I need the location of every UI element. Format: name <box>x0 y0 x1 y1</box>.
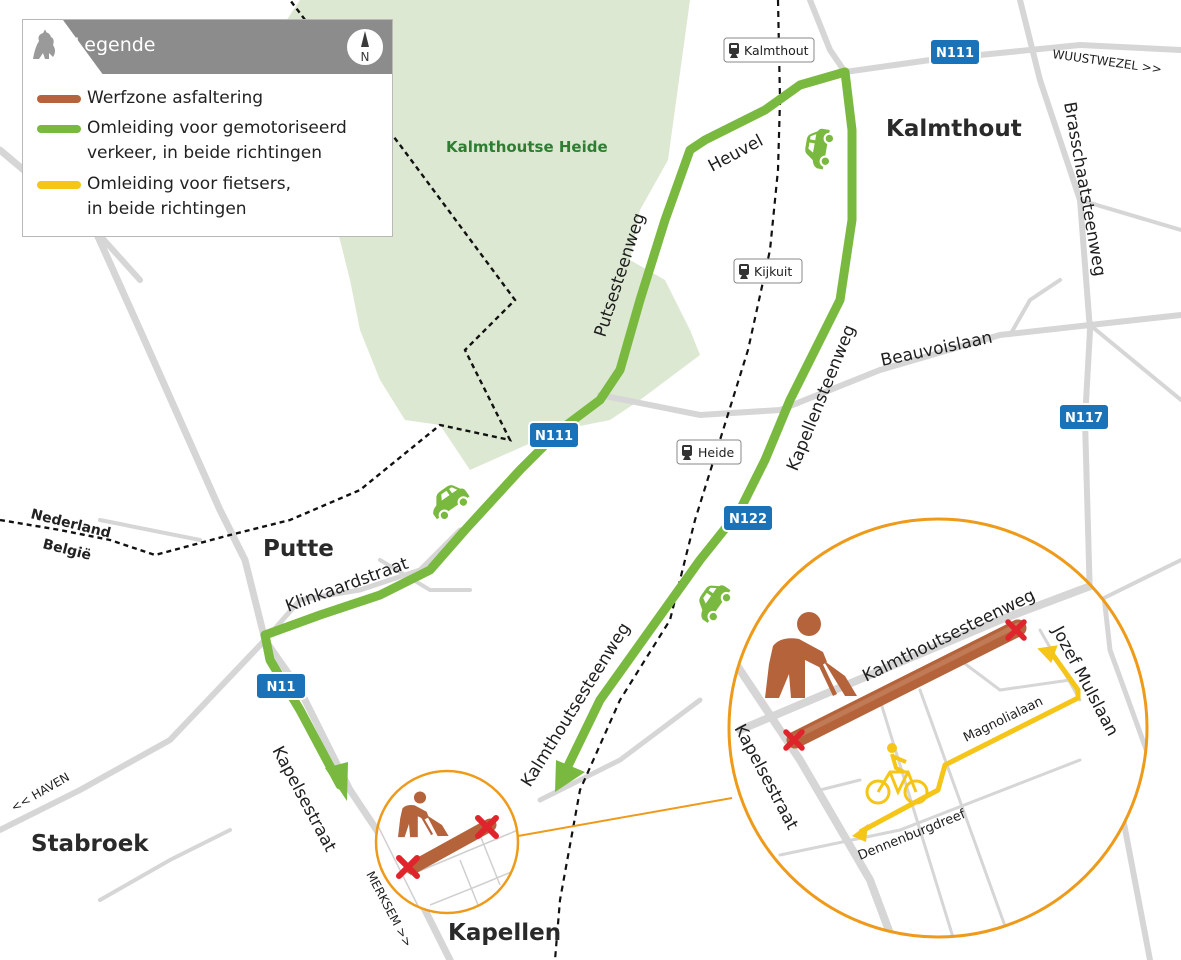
svg-text:N11: N11 <box>267 680 296 695</box>
town-stabroek: Stabroek <box>31 831 149 857</box>
car-icon <box>689 577 737 628</box>
route-shield-n122: N122 <box>722 504 774 532</box>
closure-mark <box>396 815 499 879</box>
svg-text:N111: N111 <box>936 46 974 61</box>
train-icon <box>729 43 739 58</box>
route-shield-n111-mid: N111 <box>528 421 580 449</box>
town-kapellen: Kapellen <box>448 920 561 946</box>
motor-detour <box>260 67 857 790</box>
worker-icon <box>398 791 449 838</box>
worker-icon <box>765 612 857 698</box>
legend-label-worksite: Werfzone asfaltering <box>87 88 264 108</box>
legend-swatch-motor-detour <box>37 125 81 133</box>
station-heide: Heide <box>676 439 742 465</box>
legend-item-motor-detour: Omleiding voor gemotoriseerd verkeer, in… <box>37 116 347 166</box>
town-putte: Putte <box>263 536 334 562</box>
svg-text:Kijkuit: Kijkuit <box>754 264 792 279</box>
cyclist-icon <box>865 743 929 805</box>
street-beauvoislaan: Beauvoislaan <box>879 328 994 371</box>
train-icon <box>739 264 749 279</box>
route-shield-n111-top: N111 <box>929 38 981 66</box>
svg-text:Kalmthout: Kalmthout <box>744 43 809 58</box>
legend: Legende N Werfzone asfaltering Omleiding… <box>22 19 393 237</box>
border-label-nederland: Nederland <box>29 506 112 541</box>
north-arrow-icon: N <box>345 27 385 67</box>
legend-swatch-worksite <box>37 95 81 103</box>
flemish-lion-icon <box>33 29 55 59</box>
car-icon <box>423 478 474 526</box>
railway <box>553 0 782 960</box>
legend-item-bike-detour: Omleiding voor fietsers, in beide richti… <box>37 172 291 222</box>
inset-connector <box>517 797 733 837</box>
route-shield-n11: N11 <box>255 672 307 700</box>
legend-label-motor-detour: Omleiding voor gemotoriseerd verkeer, in… <box>87 118 347 163</box>
motor-arrow-left <box>325 762 348 801</box>
train-icon <box>682 445 692 460</box>
closure-mark <box>783 619 1027 751</box>
legend-label-bike-detour: Omleiding voor fietsers, in beide richti… <box>87 174 291 219</box>
street-kalmthoutsesteenweg: Kalmthoutsesteenweg <box>517 619 634 790</box>
motor-arrow-right <box>555 760 585 792</box>
station-kalmthout: Kalmthout <box>723 37 815 63</box>
border-label-belgie: België <box>41 536 93 563</box>
svg-text:N122: N122 <box>729 512 767 527</box>
route-shield-n117: N117 <box>1058 403 1110 431</box>
legend-item-worksite: Werfzone asfaltering <box>37 86 263 111</box>
inset-map <box>727 517 1149 939</box>
svg-text:N117: N117 <box>1065 411 1103 426</box>
direction-wuustwezel: WUUSTWEZEL >> <box>1052 47 1163 76</box>
svg-text:N111: N111 <box>535 429 573 444</box>
legend-swatch-bike-detour <box>37 181 81 189</box>
north-letter: N <box>361 50 370 64</box>
svg-text:Heide: Heide <box>698 445 734 460</box>
area-label-heide: Kalmthoutse Heide <box>446 138 608 156</box>
station-kijkuit: Kijkuit <box>733 258 803 284</box>
car-icon <box>801 125 837 172</box>
town-kalmthout: Kalmthout <box>886 116 1022 142</box>
legend-title: Legende <box>74 34 156 56</box>
legend-header: Legende N <box>23 20 392 74</box>
national-border <box>0 0 517 557</box>
